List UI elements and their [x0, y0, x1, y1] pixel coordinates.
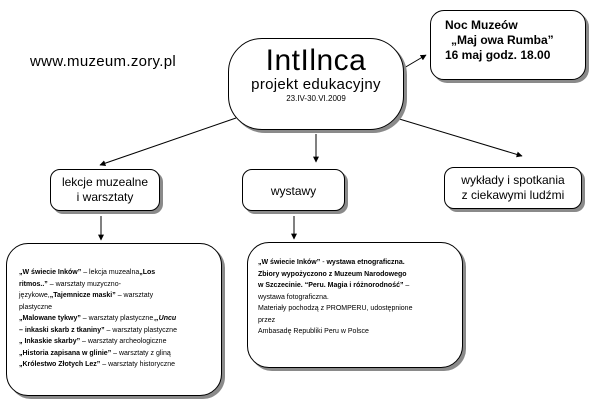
- talks-node: wykłady i spotkania z ciekawymi ludźmi: [444, 167, 582, 209]
- event-line-2: „Maj owa Rumba”: [451, 33, 554, 47]
- talks-line-1: wykłady i spotkania: [461, 173, 565, 187]
- arrow-to-event: [403, 54, 427, 69]
- lessons-detail-row: – inkaski skarb z tkaniny” – warsztaty p…: [19, 326, 177, 334]
- arrow-to-talks: [395, 117, 523, 158]
- exhibitions-detail-row: w Szczecinie. “Peru. Magia i różnorodnoś…: [258, 282, 410, 289]
- event-line-1: Noc Muzeów: [445, 18, 518, 32]
- exhibitions-detail-row: Ambasadę Republiki Peru w Polsce: [258, 328, 369, 335]
- lessons-detail-node: „W świecie Inków” – lekcja muzealna„Los …: [6, 243, 222, 396]
- exhibitions-detail-row: „W świecie Inków” - wystawa etnograficzn…: [258, 259, 405, 266]
- lessons-detail-row: „Malowane tykwy” – warsztaty plastyczne,…: [19, 315, 177, 322]
- project-title: IntIlnca: [265, 44, 367, 77]
- lessons-detail-row: ritmos..” – warsztaty muzyczno-: [19, 280, 121, 288]
- exhibitions-label: wystawy: [270, 184, 317, 198]
- talks-line-2: z ciekawymi ludźmi: [461, 188, 565, 202]
- event-line-3: 16 maj godz. 18.00: [445, 48, 551, 62]
- lessons-line-2: i warsztaty: [76, 190, 134, 204]
- project-dates: 23.IV-30.VI.2009: [286, 94, 346, 103]
- exhibitions-node: wystawy: [242, 169, 345, 211]
- lessons-line-1: lekcje muzealne: [61, 175, 149, 189]
- lessons-detail-row: językowe,„Tajemnicze maski” – warsztaty: [19, 292, 154, 299]
- exhibitions-detail-node: „W świecie Inków” - wystawa etnograficzn…: [247, 242, 463, 368]
- lessons-detail-row: „Królestwo Złotych Lez” – warsztaty hist…: [19, 361, 175, 368]
- project-subtitle: projekt edukacyjny: [251, 76, 381, 93]
- exhibitions-detail-row: Zbiory wypożyczono z Muzeum Narodowego: [258, 270, 407, 278]
- lessons-detail-row: plastyczne: [19, 303, 53, 311]
- website-url[interactable]: www.muzeum.zory.pl: [30, 53, 176, 70]
- exhibitions-detail-row: przez: [258, 316, 276, 324]
- lessons-detail-row: „W świecie Inków” – lekcja muzealna„Los: [19, 269, 156, 276]
- arrow-to-lessons: [99, 117, 237, 167]
- museum-night-node: Noc Muzeów „Maj owa Rumba” 16 maj godz. …: [430, 10, 586, 80]
- lessons-node: lekcje muzealne i warsztaty: [50, 169, 160, 211]
- project-node: IntIlnca projekt edukacyjny 23.IV-30.VI.…: [228, 38, 404, 130]
- exhibitions-detail-row: Materiały pochodzą z PROMPERU, udostępni…: [258, 305, 413, 312]
- lessons-detail-row: „Historia zapisana w glinie” – warsztaty…: [19, 349, 171, 357]
- lessons-detail-row: „ Inkaskie skarby” – warsztaty archeolog…: [19, 338, 167, 345]
- exhibitions-detail-row: wystawa fotograficzna.: [258, 293, 329, 301]
